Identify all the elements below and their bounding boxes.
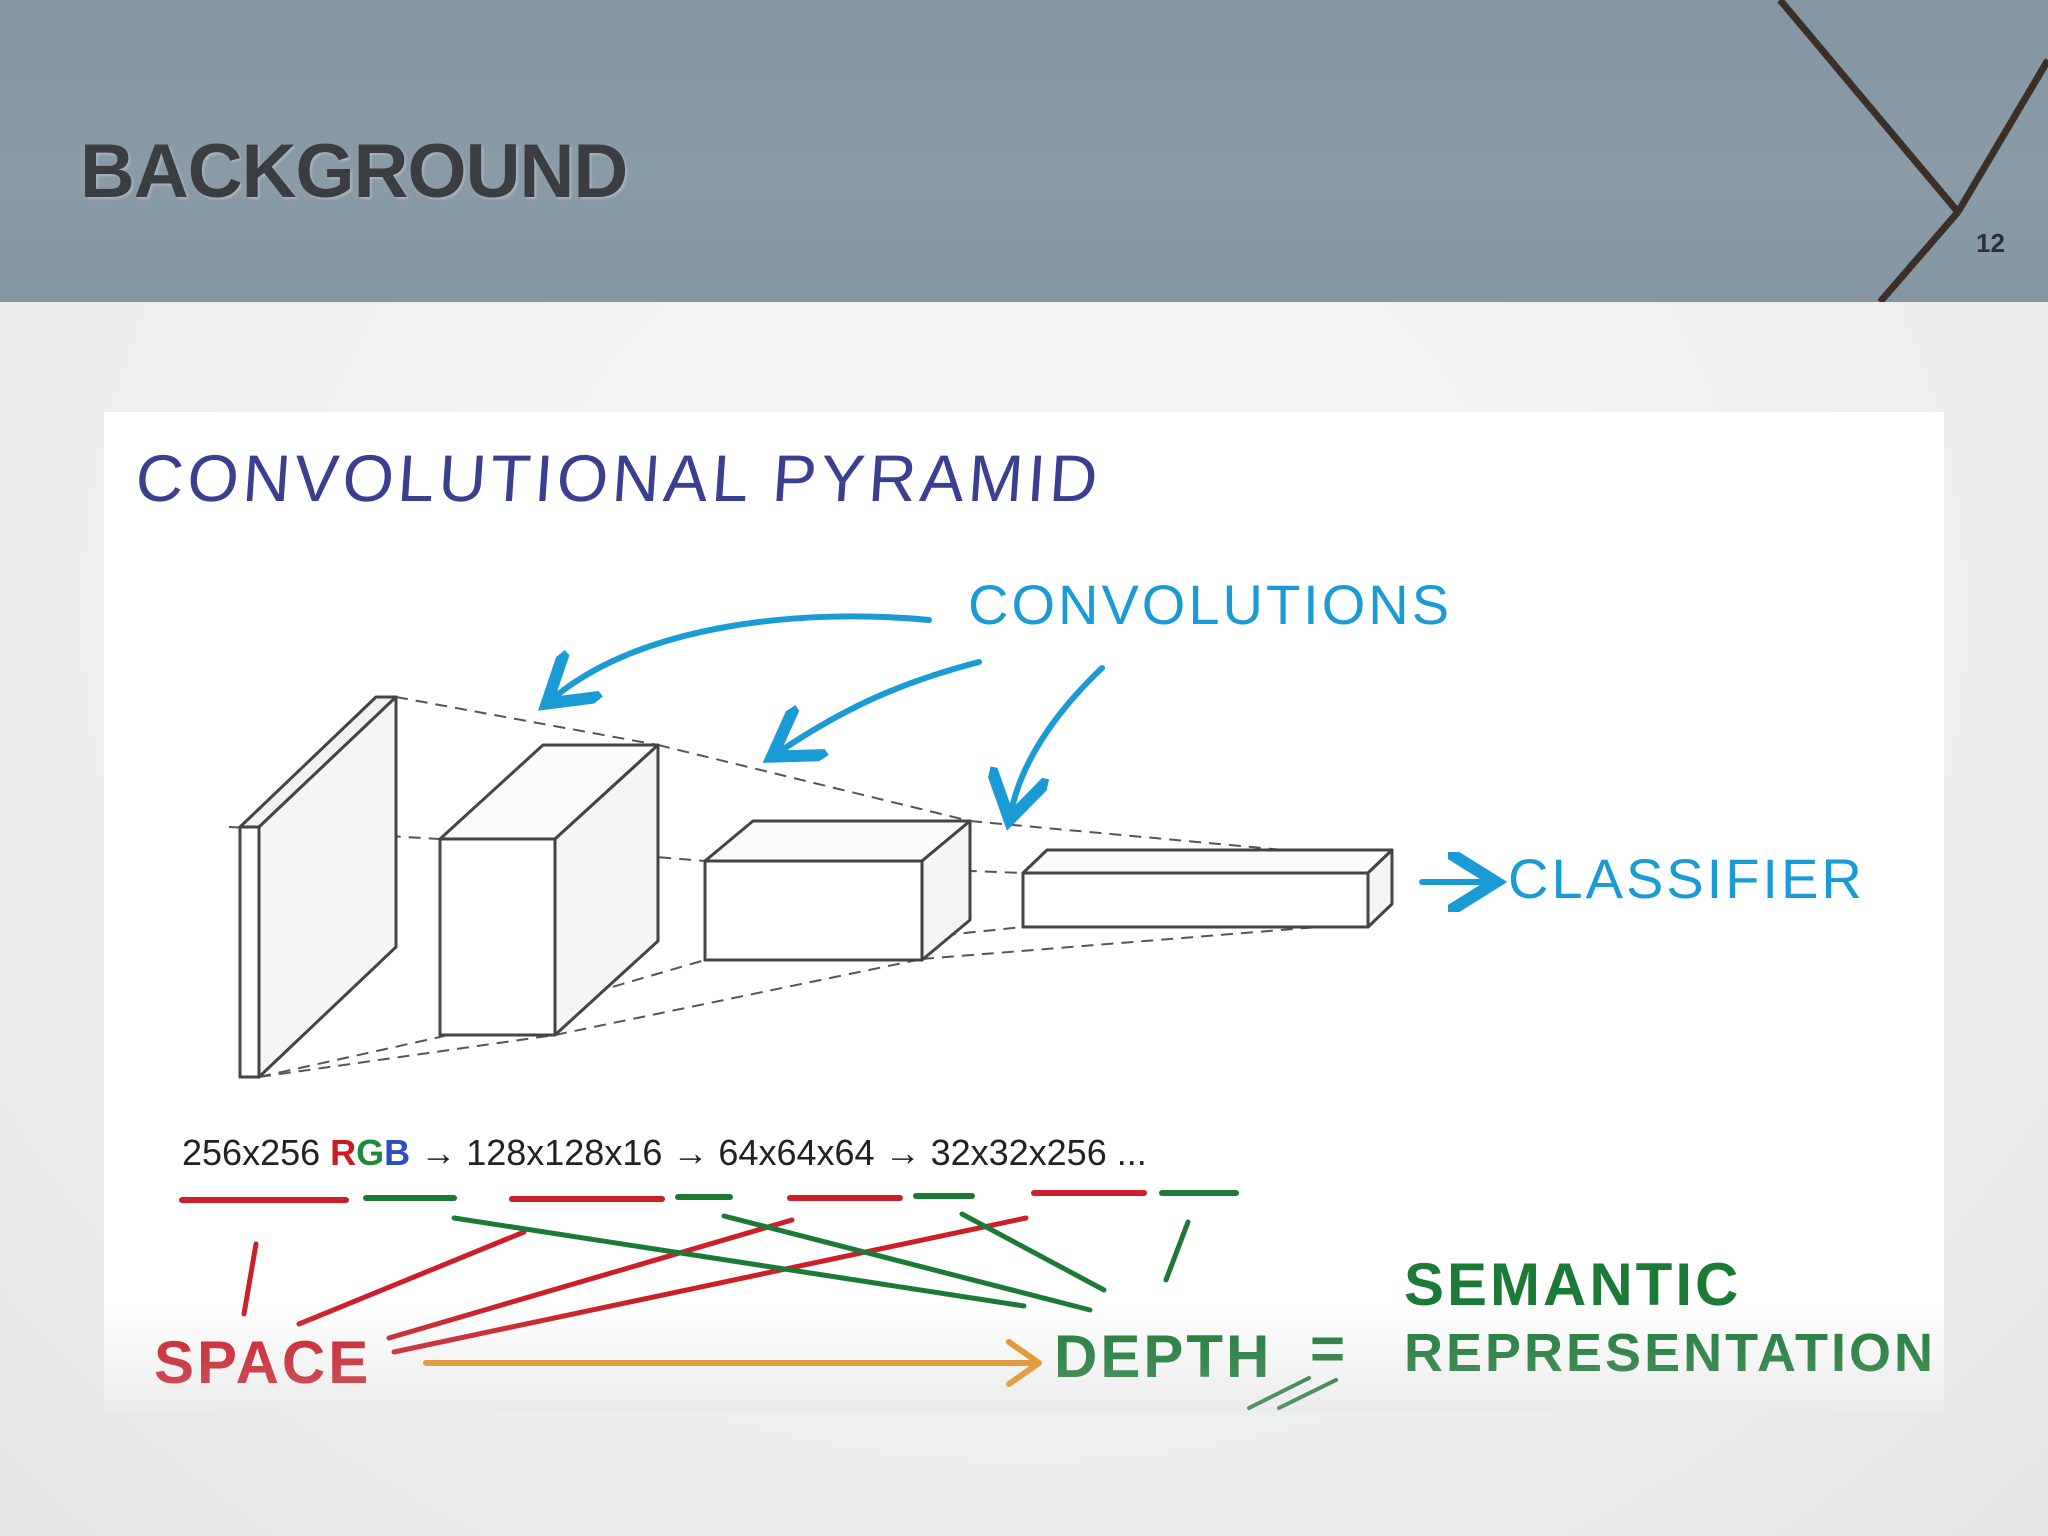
ellipsis: ... — [1116, 1132, 1147, 1173]
decorative-lines — [1777, 0, 2048, 302]
dim-conv2: 64x64x64 — [718, 1132, 875, 1173]
layer-conv1-cube — [438, 743, 660, 1037]
rgb-g: G — [356, 1132, 385, 1173]
space-to-depth-arrow — [423, 1339, 1042, 1387]
classifier-label: CLASSIFIER — [1508, 847, 1865, 910]
arrow-2: → — [672, 1132, 709, 1173]
dim-input: 256x256 — [182, 1132, 321, 1173]
arrow-3: → — [884, 1132, 921, 1173]
slide-header: BACKGROUND 12 — [0, 0, 2048, 302]
convolution-arrows — [556, 613, 1484, 882]
space-label: SPACE — [154, 1329, 372, 1396]
layer-conv3-bar — [1021, 848, 1394, 929]
figure-heading: CONVOLUTIONAL PYRAMID — [133, 441, 1104, 515]
layer-input-slab — [238, 695, 398, 1079]
dim-conv1: 128x128x16 — [466, 1132, 663, 1173]
dimensions-row: 256x256 RGB → 128x128x16 → 64x64x64 → 32… — [182, 1132, 1147, 1174]
dimension-underlines — [179, 1190, 1239, 1203]
semantic-label: SEMANTIC — [1404, 1251, 1742, 1318]
depth-label: DEPTH — [1054, 1323, 1273, 1390]
slide-title: BACKGROUND — [80, 129, 628, 214]
equals-sign: = — [1310, 1315, 1349, 1382]
depth-connectors — [451, 1211, 1191, 1313]
equals-underline-marks — [1247, 1376, 1338, 1410]
space-connectors — [241, 1215, 1029, 1355]
page-number: 12 — [1976, 228, 2005, 258]
representation-label: REPRESENTATION — [1404, 1323, 1937, 1383]
arrow-1: → — [420, 1132, 457, 1173]
cnn-pyramid-figure: CONVOLUTIONAL PYRAMID CONVOLUTIONS CLASS… — [104, 412, 1944, 1412]
rgb-b: B — [384, 1132, 411, 1173]
dim-conv3: 32x32x256 — [930, 1132, 1107, 1173]
layer-conv2-box — [703, 819, 972, 962]
pyramid-drawing — [179, 613, 1944, 1410]
convolutions-label: CONVOLUTIONS — [968, 573, 1453, 636]
rgb-r: R — [330, 1132, 357, 1173]
